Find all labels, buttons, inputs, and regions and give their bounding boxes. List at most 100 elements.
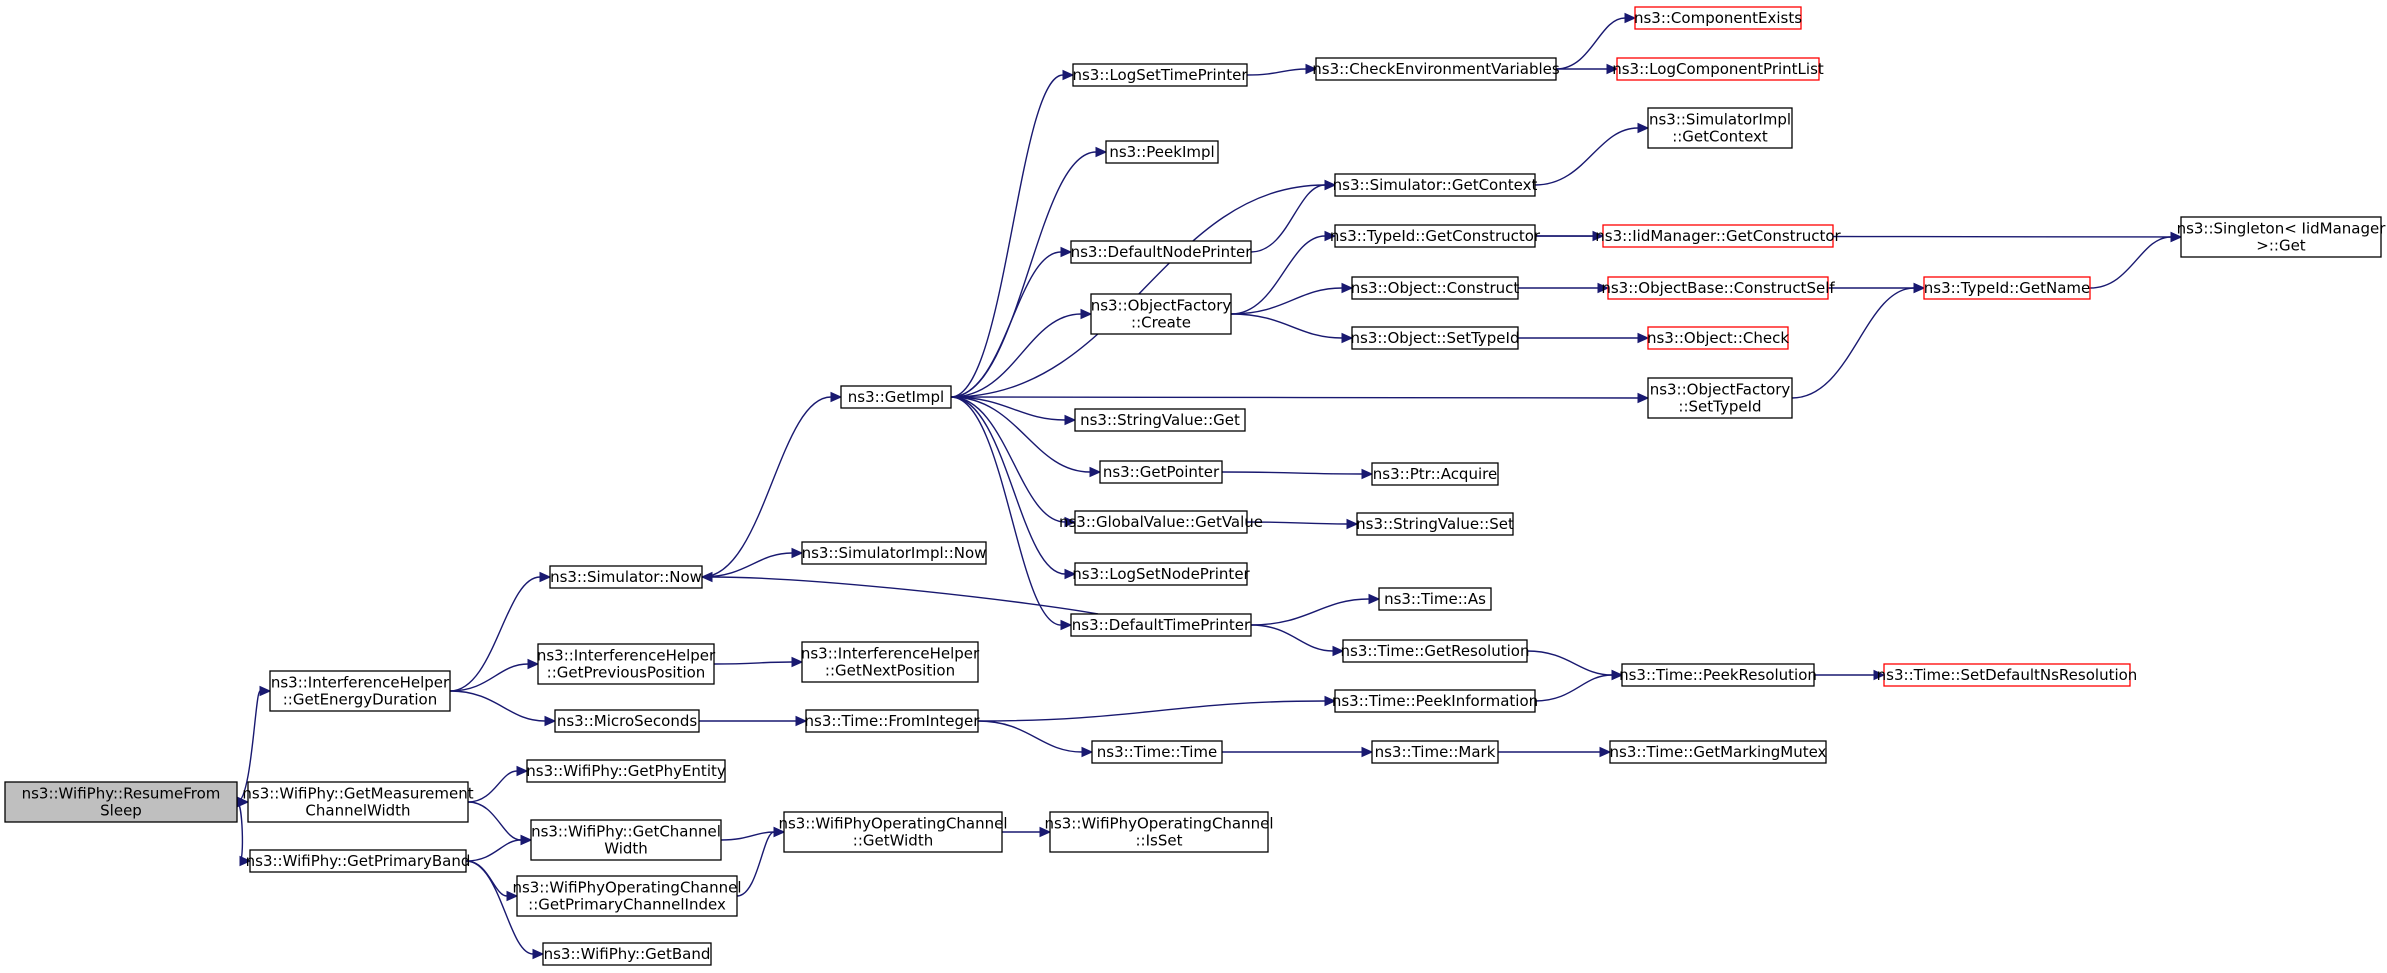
edge-line [1534,127,1639,186]
node-box [840,385,952,409]
node-ofc[interactable]: ns3::ObjectFactory::Create [1090,293,1232,335]
node-tgres[interactable]: ns3::Time::GetResolution [1341,639,1530,663]
node-label: Sleep [100,802,142,820]
edge-line [950,313,1082,398]
node-box [1070,240,1252,264]
node-sgc[interactable]: ns3::Simulator::GetContext [1333,173,1538,197]
node-wocis[interactable]: ns3::WifiPhyOperatingChannel::IsSet [1044,811,1274,853]
node-lcpl[interactable]: ns3::LogComponentPrintList [1612,57,1824,81]
node-box [1334,224,1536,248]
node-label: ns3::InterferenceHelper [271,674,450,692]
node-label: ns3::Time::Mark [1375,743,1496,761]
node-cexists[interactable]: ns3::ComponentExists [1634,6,1802,30]
node-tas[interactable]: ns3::Time::As [1378,587,1492,611]
node-label: ns3::ComponentExists [1634,9,1802,27]
node-lsnp[interactable]: ns3::LogSetNodePrinter [1072,562,1251,586]
node-tign[interactable]: ns3::TypeId::GetName [1923,276,2091,300]
node-label: ns3::Time::GetResolution [1341,642,1530,660]
node-simnow[interactable]: ns3::Simulator::Now [549,565,703,589]
node-label: ns3::PeekImpl [1109,143,1214,161]
node-micro[interactable]: ns3::MicroSeconds [554,709,700,733]
edge-dtp-to-simnow [700,571,1099,615]
node-label: ns3::DefaultTimePrinter [1072,616,1251,634]
node-label: ::GetContext [1672,128,1768,146]
edge-line [1250,598,1370,626]
node-svset[interactable]: ns3::StringValue::Set [1356,512,1514,536]
node-oconst[interactable]: ns3::Object::Construct [1351,276,1520,300]
node-ignp[interactable]: ns3::InterferenceHelper::GetNextPosition [801,641,980,683]
edge-getimpl-to-ofst [950,392,1650,404]
arrow-head-icon [1324,179,1337,191]
node-label: ns3::Time::PeekInformation [1332,692,1538,710]
edge-getimpl-to-lstp [950,69,1075,398]
edge-getimpl-to-peek [950,146,1108,398]
node-gpe[interactable]: ns3::WifiPhy::GetPhyEntity [526,759,726,783]
node-box [537,643,715,685]
arrow-head-icon [1095,146,1108,158]
arrow-head-icon [1611,669,1624,681]
node-svget[interactable]: ns3::StringValue::Get [1074,408,1246,432]
node-cev[interactable]: ns3::CheckEnvironmentVariables [1312,57,1560,81]
node-box [805,709,979,733]
node-box [1883,663,2131,687]
node-getimpl[interactable]: ns3::GetImpl [840,385,952,409]
arrow-head-icon [1039,826,1052,838]
edge-resume-to-gpb [236,801,252,867]
node-label: ns3::WifiPhyOperatingChannel [778,815,1007,833]
edge-oconst-to-obcs [1518,282,1610,294]
node-gvgv[interactable]: ns3::GlobalValue::GetValue [1059,510,1263,534]
node-tpr[interactable]: ns3::Time::PeekResolution [1619,663,1817,687]
node-dnp[interactable]: ns3::DefaultNodePrinter [1070,240,1253,264]
node-label: ns3::Time::Time [1097,743,1218,761]
node-obcs[interactable]: ns3::ObjectBase::ConstructSelf [1601,276,1835,300]
edge-line [236,801,244,862]
node-tmark[interactable]: ns3::Time::Mark [1371,740,1499,764]
node-lstp[interactable]: ns3::LogSetTimePrinter [1072,63,1248,87]
node-label: ns3::Time::SetDefaultNsResolution [1877,666,2138,684]
node-fromint[interactable]: ns3::Time::FromInteger [805,709,981,733]
node-box [1378,587,1492,611]
node-peek[interactable]: ns3::PeekImpl [1105,140,1219,164]
node-ocheck[interactable]: ns3::Object::Check [1647,326,1789,350]
node-pacq[interactable]: ns3::Ptr::Acquire [1371,462,1499,486]
node-box [1315,57,1557,81]
node-imgc[interactable]: ns3::IidManager::GetConstructor [1595,224,1842,248]
edge-line [1526,650,1613,676]
node-siminow[interactable]: ns3::SimulatorImpl::Now [801,541,987,565]
node-igpp[interactable]: ns3::InterferenceHelper::GetPreviousPosi… [537,643,716,685]
node-ied[interactable]: ns3::InterferenceHelper::GetEnergyDurati… [269,670,451,712]
node-label: ::GetEnergyDuration [283,691,438,709]
arrow-head-icon [1599,746,1612,758]
node-oset[interactable]: ns3::Object::SetTypeId [1351,326,1520,350]
node-box [1647,326,1789,350]
arrow-head-icon [830,391,843,403]
node-tigc[interactable]: ns3::TypeId::GetConstructor [1330,224,1541,248]
node-label: ns3::Time::As [1384,590,1486,608]
node-label: ns3::WifiPhy::GetPhyEntity [526,762,726,780]
node-ofst[interactable]: ns3::ObjectFactory::SetTypeId [1647,377,1793,419]
edge-line [449,690,546,722]
node-label: ns3::Time::GetMarkingMutex [1610,743,1827,761]
node-tpi[interactable]: ns3::Time::PeekInformation [1332,689,1538,713]
node-wocgw[interactable]: ns3::WifiPhyOperatingChannel::GetWidth [778,811,1008,853]
node-box [530,819,722,861]
arrow-head-icon [1089,466,1102,478]
node-ttime[interactable]: ns3::Time::Time [1091,740,1223,764]
node-gpb[interactable]: ns3::WifiPhy::GetPrimaryBand [246,849,471,873]
node-tsdnr[interactable]: ns3::Time::SetDefaultNsResolution [1877,663,2138,687]
edge-ofc-to-oset [1230,313,1354,344]
node-dtp[interactable]: ns3::DefaultTimePrinter [1070,613,1252,637]
node-label: ns3::TypeId::GetConstructor [1330,227,1541,245]
node-gpci[interactable]: ns3::WifiPhyOperatingChannel::GetPrimary… [512,875,742,917]
node-label: ns3::LogComponentPrintList [1612,60,1824,78]
node-getptr[interactable]: ns3::GetPointer [1099,460,1223,484]
edge-line [701,396,832,578]
node-sigc[interactable]: ns3::SimulatorImpl::GetContext [1647,107,1793,149]
edge-cev-to-lcpl [1556,63,1619,75]
node-gband[interactable]: ns3::WifiPhy::GetBand [542,942,712,966]
edge-line [2089,236,2172,289]
node-tgmm[interactable]: ns3::Time::GetMarkingMutex [1609,740,1827,764]
node-sing[interactable]: ns3::Singleton< IidManager >::Get [2177,216,2387,258]
